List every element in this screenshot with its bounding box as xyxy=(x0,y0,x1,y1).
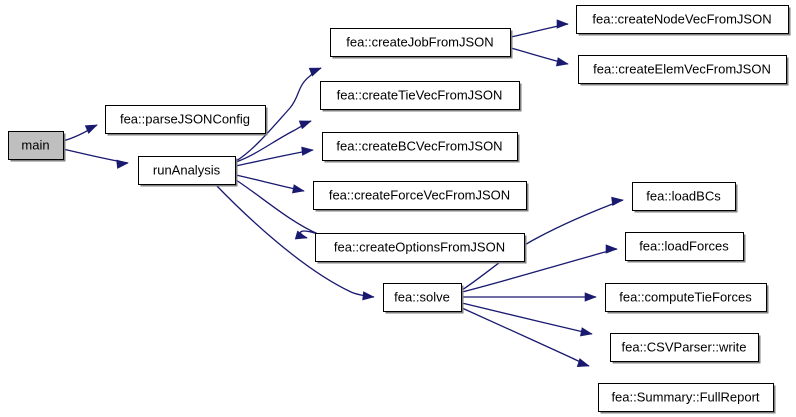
node-computeTieForces[interactable]: fea::computeTieForces xyxy=(605,283,769,314)
edge-arrowhead xyxy=(298,120,312,130)
node-rect[interactable] xyxy=(320,81,520,110)
node-CSVParserWrite[interactable]: fea::CSVParser::write xyxy=(610,333,761,364)
node-rect[interactable] xyxy=(315,233,525,262)
node-createForceVecFromJSON[interactable]: fea::createForceVecFromJSON xyxy=(313,181,529,212)
node-rect[interactable] xyxy=(598,383,774,412)
call-edge xyxy=(235,174,305,194)
call-edge xyxy=(461,196,624,291)
call-edge xyxy=(510,19,569,38)
node-runAnalysis[interactable]: runAnalysis xyxy=(138,156,238,187)
node-label: fea::loadBCs xyxy=(646,188,721,203)
call-edge xyxy=(462,292,597,302)
node-createBCVecFromJSON[interactable]: fea::createBCVecFromJSON xyxy=(322,132,520,163)
node-rect[interactable] xyxy=(105,105,266,134)
node-rect[interactable] xyxy=(605,283,767,312)
nodes-layer: mainfea::parseJSONConfigrunAnalysisfea::… xyxy=(8,5,791,414)
edge-line xyxy=(461,307,590,367)
node-loadForces[interactable]: fea::loadForces xyxy=(625,232,746,263)
call-edge xyxy=(461,307,590,368)
node-label: fea::createNodeVecFromJSON xyxy=(592,11,771,26)
node-createOptionsFromJSON[interactable]: fea::createOptionsFromJSON xyxy=(315,233,527,264)
node-label: fea::computeTieForces xyxy=(619,289,752,304)
node-rect[interactable] xyxy=(322,132,518,161)
edge-arrowhead xyxy=(556,19,569,29)
node-label: fea::createJobFromJSON xyxy=(346,34,493,49)
call-edge xyxy=(235,67,322,162)
edge-arrowhead xyxy=(294,230,308,240)
call-edge xyxy=(235,179,319,240)
node-createJobFromJSON[interactable]: fea::createJobFromJSON xyxy=(330,28,513,59)
call-edge xyxy=(214,183,375,301)
edge-line xyxy=(461,199,624,291)
edge-arrowhead xyxy=(584,292,597,302)
edge-arrowhead xyxy=(605,244,618,254)
call-edge xyxy=(461,244,618,293)
edge-arrowhead xyxy=(611,196,624,207)
node-label: fea::solve xyxy=(394,289,450,304)
node-rect[interactable] xyxy=(632,182,736,211)
node-main[interactable]: main xyxy=(8,131,66,162)
edge-line xyxy=(461,302,593,335)
node-rect[interactable] xyxy=(610,333,759,362)
node-label: fea::loadForces xyxy=(639,238,729,253)
node-rect[interactable] xyxy=(138,156,236,185)
call-edge xyxy=(235,120,312,163)
node-rect[interactable] xyxy=(330,28,511,57)
edges-layer xyxy=(62,19,624,368)
call-edge xyxy=(461,302,593,337)
node-label: fea::createElemVecFromJSON xyxy=(593,61,771,76)
node-createTieVecFromJSON[interactable]: fea::createTieVecFromJSON xyxy=(320,81,522,112)
node-createElemVecFromJSON[interactable]: fea::createElemVecFromJSON xyxy=(578,55,789,86)
node-label: fea::createTieVecFromJSON xyxy=(337,87,503,102)
node-rect[interactable] xyxy=(576,5,789,34)
edge-arrowhead xyxy=(301,146,314,156)
node-parseJSONConfig[interactable]: fea::parseJSONConfig xyxy=(105,105,268,136)
node-createNodeVecFromJSON[interactable]: fea::createNodeVecFromJSON xyxy=(576,5,791,36)
call-edge xyxy=(510,47,569,67)
edge-arrowhead xyxy=(580,327,593,337)
node-label: fea::parseJSONConfig xyxy=(120,111,250,126)
node-label: fea::createBCVecFromJSON xyxy=(336,138,502,153)
edge-arrowhead xyxy=(362,291,375,301)
node-loadBCs[interactable]: fea::loadBCs xyxy=(632,182,738,213)
node-rect[interactable] xyxy=(8,131,64,160)
node-label: fea::createForceVecFromJSON xyxy=(329,187,510,202)
node-rect[interactable] xyxy=(578,55,787,84)
edge-arrowhead xyxy=(576,358,590,368)
edge-arrowhead xyxy=(308,67,322,77)
node-rect[interactable] xyxy=(383,283,462,312)
edge-arrowhead xyxy=(292,184,305,194)
edge-arrowhead xyxy=(84,124,98,134)
node-SummaryFullReport[interactable]: fea::Summary::FullReport xyxy=(598,383,776,414)
node-solve[interactable]: fea::solve xyxy=(383,283,464,314)
call-edge xyxy=(62,148,129,169)
node-label: fea::Summary::FullReport xyxy=(611,389,759,404)
call-edge xyxy=(62,124,98,142)
node-label: main xyxy=(21,137,49,152)
edge-arrowhead xyxy=(116,159,129,169)
node-rect[interactable] xyxy=(313,181,527,210)
node-rect[interactable] xyxy=(625,232,744,261)
call-edge xyxy=(235,146,314,167)
node-label: fea::CSVParser::write xyxy=(622,339,747,354)
node-label: fea::createOptionsFromJSON xyxy=(334,239,505,254)
edge-line xyxy=(235,179,319,239)
node-label: runAnalysis xyxy=(153,162,221,177)
edge-arrowhead xyxy=(556,57,569,67)
